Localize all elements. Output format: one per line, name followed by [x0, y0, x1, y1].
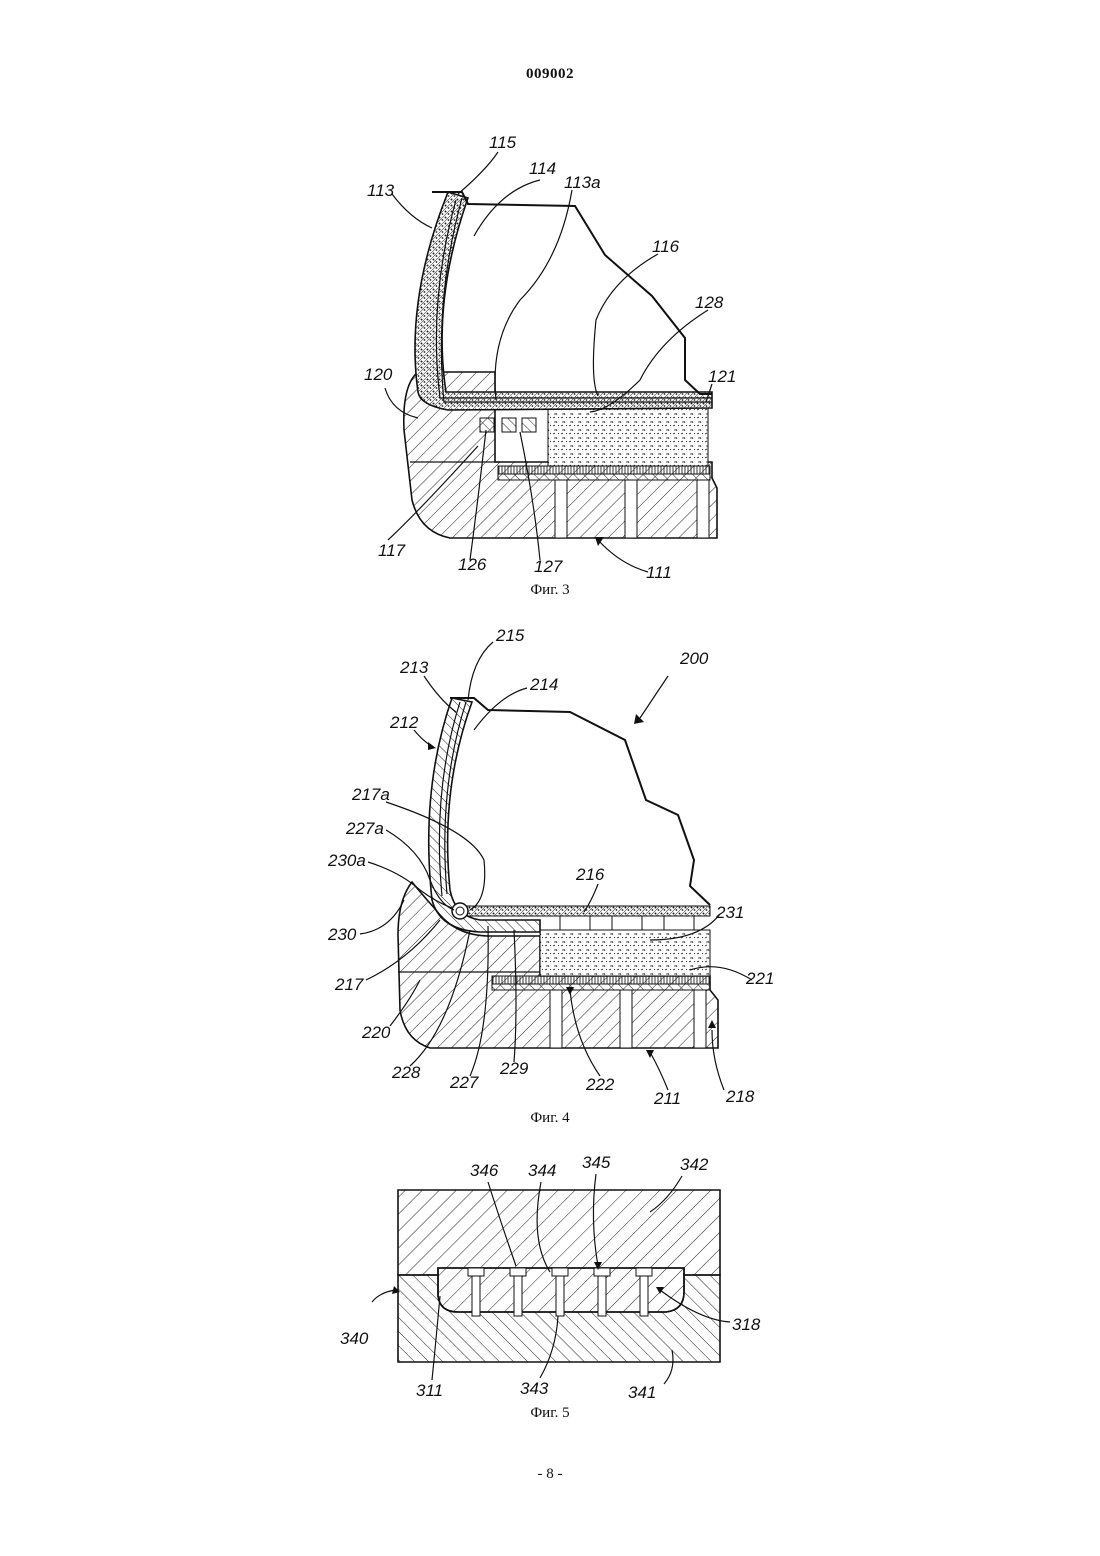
fig3-label-116: 116: [652, 237, 680, 256]
figure-4-caption: Фиг. 4: [0, 1110, 1100, 1127]
fig5-upper-mould: [398, 1190, 720, 1275]
fig4-label-230: 230: [327, 925, 357, 944]
page-number: - 8 -: [0, 1466, 1100, 1483]
fig4-label-222: 222: [585, 1075, 615, 1094]
fig5-label-343: 343: [520, 1379, 549, 1398]
fig4-label-227: 227: [449, 1073, 479, 1092]
fig4-label-231: 231: [715, 903, 744, 922]
fig3-label-113a: 113a: [564, 173, 601, 192]
fig5-label-345: 345: [582, 1153, 611, 1172]
fig3-label-114: 114: [529, 159, 556, 178]
fig4-label-228: 228: [391, 1063, 421, 1082]
fig4-label-220: 220: [361, 1023, 391, 1042]
fig4-label-214: 214: [529, 675, 558, 694]
fig5-label-341: 341: [628, 1383, 656, 1402]
fig4-label-217: 217: [334, 975, 364, 994]
figure-3-drawing: 115 114 113a 113 116 128 120 121 117 126…: [0, 120, 1100, 600]
fig5-label-344: 344: [528, 1161, 556, 1180]
fig4-label-227a: 227a: [345, 819, 384, 838]
fig4-label-217a: 217a: [351, 785, 390, 804]
fig4-foam-block: [540, 930, 710, 976]
fig3-label-126: 126: [458, 555, 487, 574]
fig4-label-212: 212: [389, 713, 419, 732]
fig4-label-215: 215: [495, 626, 525, 645]
fig5-label-318: 318: [732, 1315, 761, 1334]
fig4-label-211: 211: [653, 1089, 681, 1108]
fig4-label-218: 218: [725, 1087, 755, 1106]
fig4-label-221: 221: [745, 969, 774, 988]
figure-3-caption: Фиг. 3: [0, 582, 1100, 599]
fig4-label-230a: 230a: [327, 851, 366, 870]
fig4-label-213: 213: [399, 658, 429, 677]
fig4-label-200: 200: [679, 649, 709, 668]
fig3-label-113: 113: [367, 181, 395, 200]
figure-5-caption: Фиг. 5: [0, 1405, 1100, 1422]
fig3-label-117: 117: [378, 541, 406, 560]
fig3-label-111: 111: [646, 563, 672, 582]
fig5-label-346: 346: [470, 1161, 499, 1180]
figure-5-drawing: 346 344 345 342 340 318 311 343 341: [0, 1145, 1100, 1405]
fig3-label-121: 121: [708, 367, 736, 386]
document-number: 009002: [0, 66, 1100, 83]
fig4-label-229: 229: [499, 1059, 529, 1078]
fig4-bead: [452, 903, 468, 919]
fig5-label-342: 342: [680, 1155, 709, 1174]
fig5-label-340: 340: [340, 1329, 369, 1348]
fig3-foam-block: [548, 408, 708, 466]
fig3-outline: [432, 192, 712, 394]
fig3-label-115: 115: [489, 133, 517, 152]
fig4-label-216: 216: [575, 865, 605, 884]
fig3-label-128: 128: [695, 293, 724, 312]
fig4-insole: [462, 906, 710, 916]
figure-4-drawing: 215 213 214 200 212 217a 227a 230a 216 2…: [0, 620, 1100, 1120]
fig5-label-311: 311: [416, 1381, 443, 1400]
fig3-label-127: 127: [534, 557, 563, 576]
fig3-label-120: 120: [364, 365, 393, 384]
